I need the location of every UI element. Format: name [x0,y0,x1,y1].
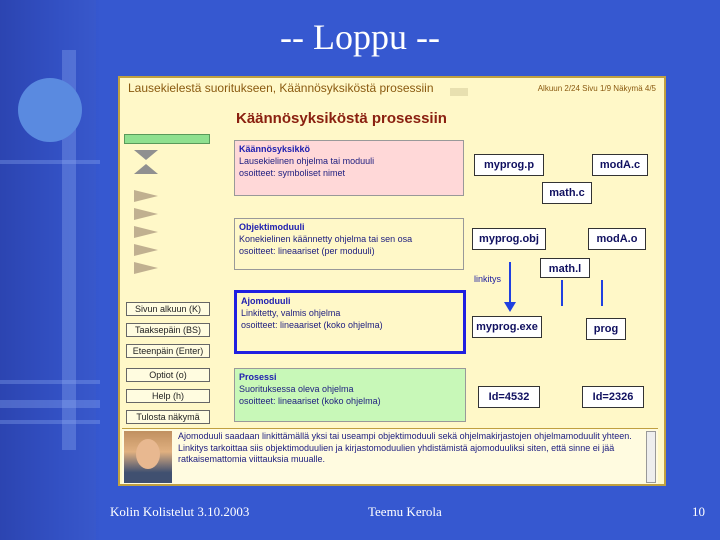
menu-button-help[interactable]: Help (h) [126,389,210,403]
footer-page-number: 10 [692,504,705,519]
decorative-circle [18,78,82,142]
box-compilation-unit[interactable]: Käännösyksikkö Lausekielinen ohjelma tai… [234,140,464,196]
file-myprog-p[interactable]: myprog.p [474,154,544,176]
arrow-right-icon [134,208,158,220]
main-heading: Käännösyksiköstä prosessiin [236,110,447,127]
file-moda-o[interactable]: modA.o [588,228,646,250]
arrow-right-icon [134,226,158,238]
arrow-right-icon [134,244,158,256]
embedded-screenshot: Lausekielestä suoritukseen, Käännösyksik… [118,76,666,486]
process-id-2[interactable]: Id=2326 [582,386,644,408]
scrollbar[interactable] [646,431,656,483]
file-math-c[interactable]: math.c [542,182,592,204]
screen-header-nav[interactable]: Alkuun 2/24 Sivu 1/9 Näkymä 4/5 [537,84,656,93]
screen-header-title: Lausekielestä suoritukseen, Käännösyksik… [128,81,434,95]
box-line: osoitteet: lineaariset (per moduuli) [239,246,375,256]
box-line: Konekielinen käännetty ohjelma tai sen o… [239,234,413,244]
box-title: Ajomoduuli [241,296,291,306]
file-myprog-obj[interactable]: myprog.obj [472,228,546,250]
slide-title: -- Loppu -- [280,17,440,57]
arrow-right-icon [134,190,158,202]
box-line: osoitteet: symboliset nimet [239,168,346,178]
box-title: Objektimoduuli [239,222,305,232]
file-math-l[interactable]: math.l [540,258,590,278]
box-process[interactable]: Prosessi Suorituksessa oleva ohjelma oso… [234,368,466,422]
box-line: Suorituksessa oleva ohjelma [239,384,354,394]
navigation-graphics [124,128,214,288]
box-line: osoitteet: lineaariset (koko ohjelma) [239,396,381,406]
box-load-module-selected[interactable]: Ajomoduuli Linkitetty, valmis ohjelma os… [234,290,466,354]
arrow-down-icon [504,302,516,312]
triangle-up-icon [134,164,158,174]
graphic-bar [124,134,210,144]
box-line: Lausekielinen ohjelma tai moduuli [239,156,375,166]
box-object-module[interactable]: Objektimoduuli Konekielinen käännetty oh… [234,218,464,270]
menu-button-page-top[interactable]: Sivun alkuun (K) [126,302,210,316]
file-moda-c[interactable]: modA.c [592,154,648,176]
menu-button-options[interactable]: Optiot (o) [126,368,210,382]
box-line: osoitteet: lineaariset (koko ohjelma) [241,320,383,330]
footer-center: Teemu Kerola [368,504,442,519]
linkitys-label: linkitys [474,274,502,284]
process-id-1[interactable]: Id=4532 [478,386,540,408]
file-myprog-exe[interactable]: myprog.exe [472,316,542,338]
header-badge [450,88,468,96]
explanation-panel: Ajomoduuli saadaan linkittämällä yksi ta… [122,428,658,484]
arrow-right-icon [134,262,158,274]
box-title: Käännösyksikkö [239,144,311,154]
explanation-text: Ajomoduuli saadaan linkittämällä yksi ta… [178,431,632,464]
menu-button-print[interactable]: Tulosta näkymä [126,410,210,424]
triangle-down-icon [134,150,158,160]
footer-left: Kolin Kolistelut 3.10.2003 [110,504,250,519]
link-arrows [504,262,603,312]
menu-button-back[interactable]: Taaksepäin (BS) [126,323,210,337]
box-line: Linkitetty, valmis ohjelma [241,308,341,318]
box-title: Prosessi [239,372,277,382]
menu-button-forward[interactable]: Eteenpäin (Enter) [126,344,210,358]
file-prog[interactable]: prog [586,318,626,340]
author-photo [124,431,172,483]
